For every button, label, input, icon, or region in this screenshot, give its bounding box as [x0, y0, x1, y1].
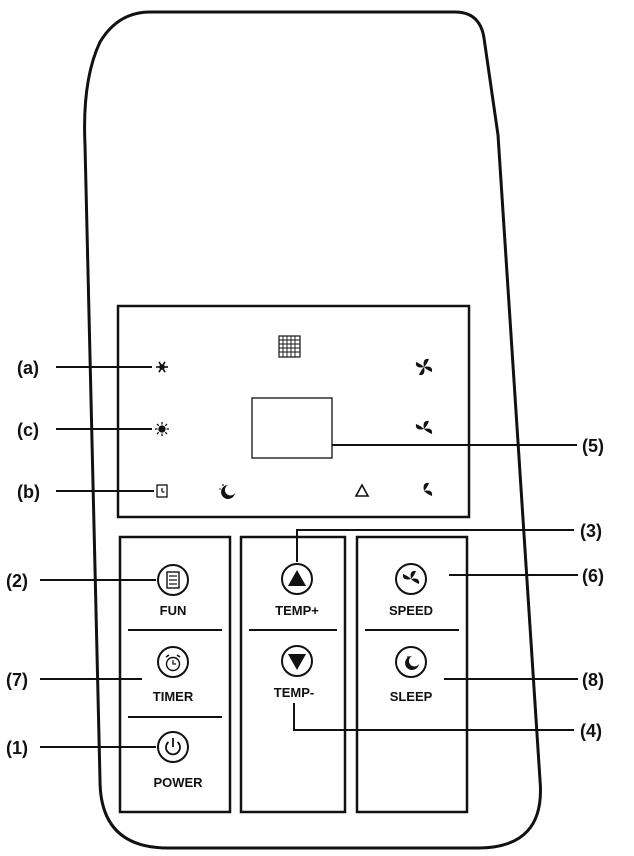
callout-2: (2)	[6, 571, 28, 591]
fan-low-icon	[423, 482, 433, 496]
fan-medium-icon	[415, 420, 433, 434]
remote-body-outline	[83, 10, 542, 850]
callout-lines	[40, 366, 578, 748]
timer-button[interactable]: TIMER	[153, 646, 194, 704]
display-panel	[116, 304, 471, 519]
callout-4: (4)	[580, 721, 602, 741]
callout-6: (6)	[582, 566, 604, 586]
callout-1: (1)	[6, 738, 28, 758]
fan-high-icon	[415, 358, 433, 376]
temp-down-button-label: TEMP-	[274, 685, 314, 700]
left-button-panel	[118, 535, 232, 814]
callout-8: (8)	[582, 670, 604, 690]
grid-icon	[278, 335, 301, 358]
callout-3: (3)	[580, 521, 602, 541]
power-button-label: POWER	[153, 775, 203, 790]
sleep-button-label: SLEEP	[390, 689, 433, 704]
leader-line-4	[293, 703, 574, 731]
temp-up-button[interactable]: TEMP+	[275, 563, 319, 618]
callout-7: (7)	[6, 670, 28, 690]
moon-icon	[219, 484, 235, 499]
right-button-panel	[355, 535, 469, 814]
timer-indicator-icon	[156, 484, 168, 498]
timer-button-label: TIMER	[153, 689, 194, 704]
up-arrow-icon	[288, 570, 306, 586]
middle-button-panel	[239, 535, 347, 814]
temp-down-button[interactable]: TEMP-	[274, 645, 314, 700]
temp-up-button-label: TEMP+	[275, 603, 319, 618]
alarm-clock-icon	[165, 654, 181, 672]
fan-icon	[402, 570, 420, 584]
down-arrow-icon	[288, 654, 306, 670]
callout-a: (a)	[17, 358, 39, 378]
temperature-display-window	[251, 397, 333, 459]
speed-button[interactable]: SPEED	[389, 563, 433, 618]
snowflake-icon	[156, 361, 168, 373]
fun-button-label: FUN	[160, 603, 187, 618]
fun-button[interactable]: FUN	[157, 564, 189, 618]
callout-5: (5)	[582, 436, 604, 456]
power-button[interactable]: POWER	[153, 731, 203, 790]
moon-icon	[405, 656, 419, 670]
sun-icon	[155, 422, 169, 436]
power-icon	[165, 738, 181, 756]
menu-icon	[166, 571, 180, 589]
callout-c: (c)	[17, 420, 39, 440]
speed-button-label: SPEED	[389, 603, 433, 618]
sleep-button[interactable]: SLEEP	[390, 646, 433, 704]
triangle-icon	[354, 483, 370, 497]
callout-b: (b)	[17, 482, 40, 502]
leader-line-3	[296, 529, 574, 562]
